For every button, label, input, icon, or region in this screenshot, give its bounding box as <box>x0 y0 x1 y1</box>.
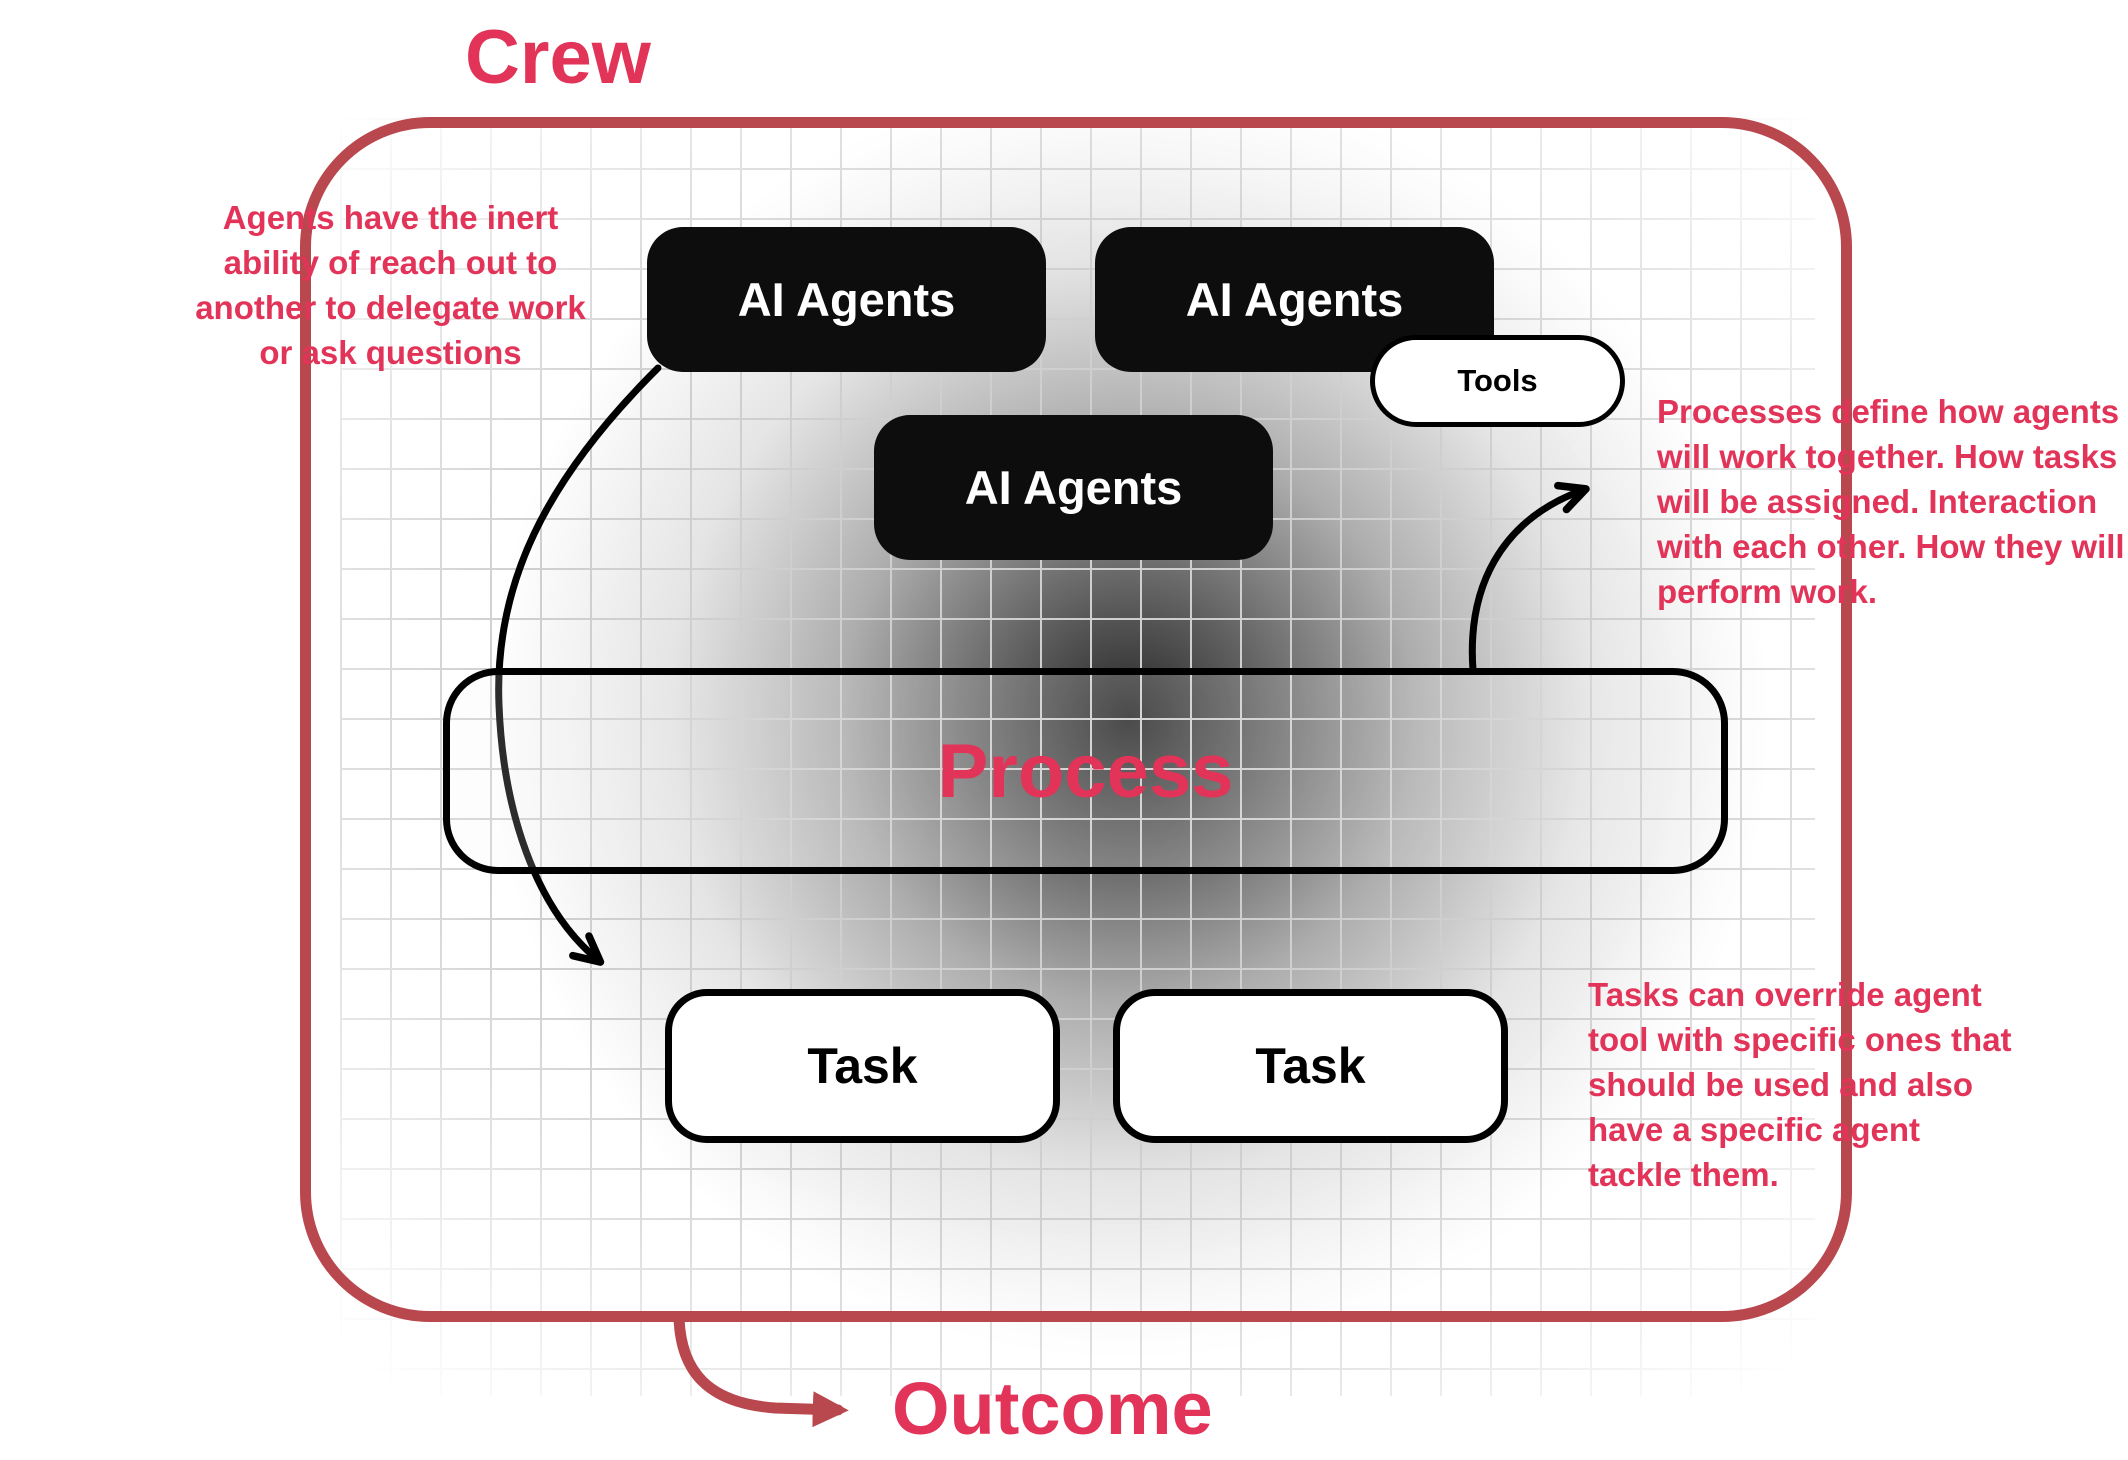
tools-pill: Tools <box>1370 335 1625 427</box>
task-label: Task <box>1255 1038 1366 1094</box>
process-box: Process <box>443 668 1728 874</box>
ai-agents-box-1: AI Agents <box>647 227 1046 372</box>
task-label: Task <box>807 1038 918 1094</box>
task-box-1: Task <box>665 989 1060 1143</box>
annotation-agents-delegation: Agents have the inert ability of reach o… <box>195 199 586 371</box>
crew-title: Crew <box>465 15 651 100</box>
crew-boundary <box>300 117 1852 1322</box>
outcome-title: Outcome <box>892 1367 1213 1450</box>
annotation-processes: Processes define how agents will work to… <box>1657 393 2125 610</box>
task-box-2: Task <box>1113 989 1508 1143</box>
ai-agents-label: AI Agents <box>964 461 1183 514</box>
tools-label: Tools <box>1457 363 1538 398</box>
ai-agents-box-3: AI Agents <box>874 415 1273 560</box>
ai-agents-label: AI Agents <box>737 273 956 326</box>
annotation-tasks-override: Tasks can override agent tool with speci… <box>1588 976 2012 1193</box>
process-label: Process <box>937 728 1234 814</box>
ai-agents-label: AI Agents <box>1185 273 1404 326</box>
